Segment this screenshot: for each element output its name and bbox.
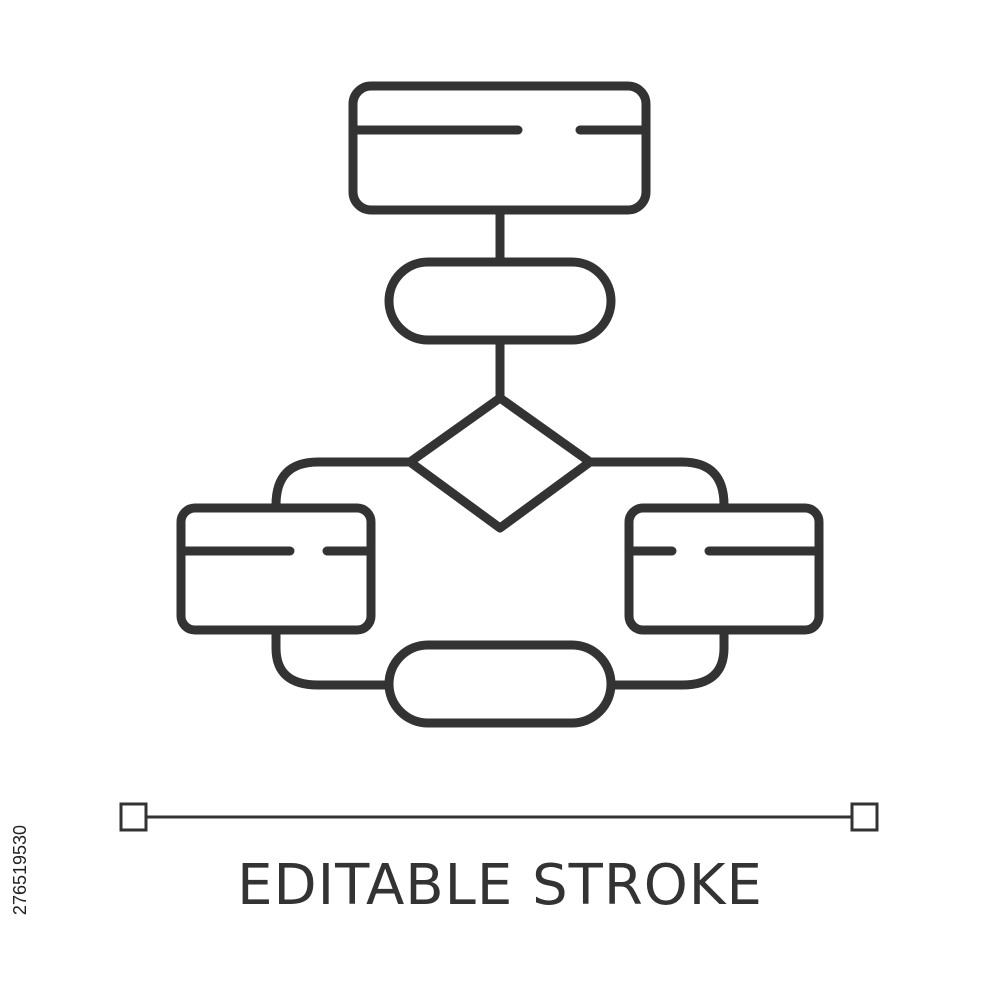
loop-right-lower — [606, 625, 729, 690]
loop-right-upper — [585, 457, 729, 510]
decision-diamond — [405, 393, 595, 533]
left-document-box — [176, 503, 376, 635]
guide-handle-right — [850, 802, 879, 832]
stroke-guide — [119, 802, 879, 832]
top-document-box — [348, 81, 651, 215]
lower-terminator-pill — [384, 640, 616, 728]
loop-left-lower — [271, 625, 394, 690]
right-document-box — [624, 503, 824, 635]
upper-terminator-pill — [384, 257, 616, 345]
stock-id-text: 276519530 — [10, 824, 30, 916]
guide-handle-left — [119, 802, 148, 832]
caption-text: EDITABLE STROKE — [237, 853, 763, 918]
loop-left-upper — [271, 457, 415, 510]
